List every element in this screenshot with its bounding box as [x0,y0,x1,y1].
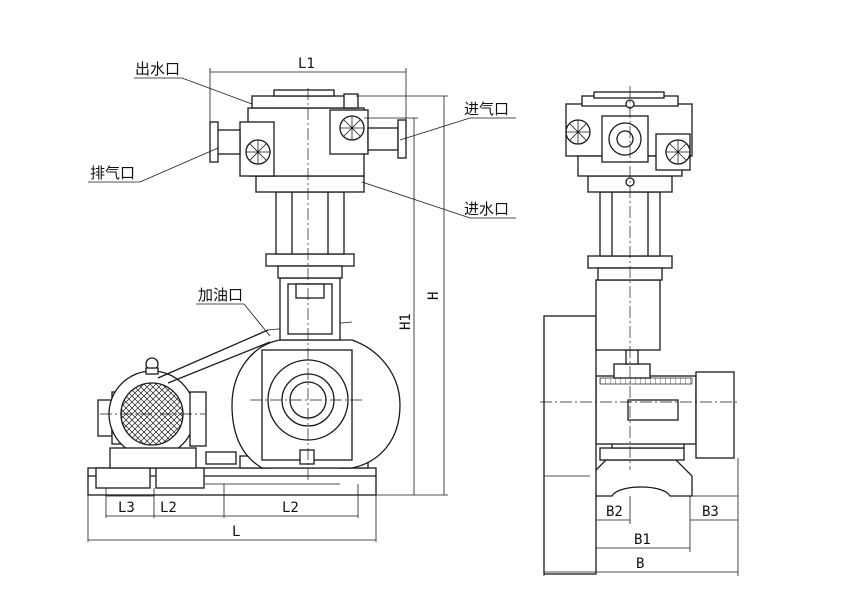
side-view [540,86,740,576]
side-pump-body [595,279,661,351]
front-head [209,89,407,193]
label-inlet-gas: 进气口 [464,100,509,118]
side-base [589,439,693,497]
label-outlet-water: 出水口 [135,60,180,78]
side-head [565,91,693,193]
front-pump-casing [231,339,401,469]
dim-L2-left: L2 [160,500,177,516]
front-leaders [88,77,516,337]
dim-L2-right: L2 [282,500,299,516]
label-exhaust: 排气口 [90,164,135,182]
dim-L1: L1 [298,56,315,72]
dim-B: B [636,556,644,572]
dim-L: L [232,524,240,540]
side-dimensions [543,458,739,576]
dim-B2: B2 [606,504,623,520]
label-oil-fill: 加油口 [198,286,243,304]
front-column [265,191,355,341]
front-dimensions [87,68,448,542]
dim-L3: L3 [118,500,135,516]
side-motor [585,337,735,459]
label-inlet-water: 进水口 [464,200,509,218]
dim-B1: B1 [634,532,651,548]
dim-H: H [426,292,442,300]
front-view [87,68,516,542]
dim-B3: B3 [702,504,719,520]
side-belt-guard [543,315,597,575]
dim-H1: H1 [398,313,414,330]
